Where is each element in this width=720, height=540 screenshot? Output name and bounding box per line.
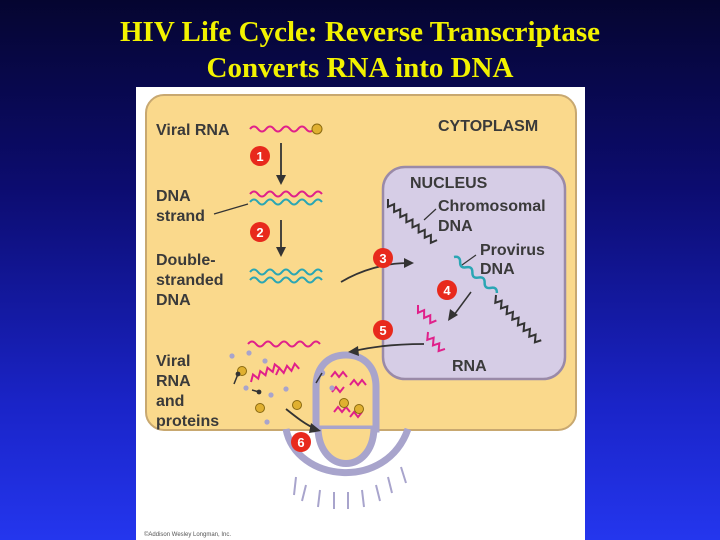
step-number-3: 3 xyxy=(379,251,386,266)
label-viral-proteins-line2: RNA xyxy=(156,373,191,390)
copyright-text: ©Addison Wesley Longman, Inc. xyxy=(144,531,231,538)
label-nucleus: NUCLEUS xyxy=(410,175,488,192)
double-stranded-dna-1 xyxy=(249,268,323,276)
label-cytoplasm: CYTOPLASM xyxy=(438,118,538,135)
label-ds-dna-line1: Double- xyxy=(156,252,216,269)
double-stranded-dna-2 xyxy=(249,276,323,284)
label-rna: RNA xyxy=(452,358,487,375)
step-number-4: 4 xyxy=(443,283,451,298)
label-chromosomal-line1: Chromosomal xyxy=(438,198,546,215)
nuclear-rna-1 xyxy=(416,304,437,325)
viral-rna-and-proteins xyxy=(229,340,335,425)
step-number-5: 5 xyxy=(379,323,386,338)
rna-template-strand xyxy=(249,190,323,198)
provirus-dna xyxy=(453,255,499,294)
label-viral-proteins-line1: Viral xyxy=(156,353,190,370)
label-chromosomal-line2: DNA xyxy=(438,218,473,235)
dna-strand xyxy=(249,198,323,206)
step-number-2: 2 xyxy=(256,225,263,240)
viral-rna-strand xyxy=(249,125,315,133)
step-marker-3: 3 xyxy=(373,248,393,268)
nucleus-region xyxy=(381,165,567,381)
step-number-1: 1 xyxy=(256,149,263,164)
label-provirus-line1: Provirus xyxy=(480,242,545,259)
reverse-transcriptase-enzyme xyxy=(311,123,323,135)
step-marker-6: 6 xyxy=(291,432,311,452)
label-ds-dna-line2: stranded xyxy=(156,272,224,289)
label-viral-rna: Viral RNA xyxy=(156,122,230,139)
label-dna-strand-line1: DNA xyxy=(156,188,191,205)
label-dna-strand-line2: strand xyxy=(156,208,205,225)
label-provirus-line2: DNA xyxy=(480,261,515,278)
slide-title: HIV Life Cycle: Reverse Transcriptase Co… xyxy=(0,14,720,86)
chromosomal-dna-lower xyxy=(494,294,542,344)
step-marker-4: 4 xyxy=(437,280,457,300)
diagram-panel: 1 2 3 4 5 6 Viral RNA CYTOPLASM DNA stra… xyxy=(136,87,585,540)
step-number-6: 6 xyxy=(297,435,304,450)
chromosomal-dna-upper xyxy=(386,198,438,245)
label-viral-proteins-line4: proteins xyxy=(156,413,219,430)
title-line-1: HIV Life Cycle: Reverse Transcriptase xyxy=(119,16,600,48)
step-marker-5: 5 xyxy=(373,320,393,340)
label-ds-dna-line3: DNA xyxy=(156,292,191,309)
step-marker-2: 2 xyxy=(250,222,270,242)
hiv-life-cycle-diagram: 1 2 3 4 5 6 Viral RNA CYTOPLASM DNA stra… xyxy=(144,94,577,538)
label-viral-proteins-line3: and xyxy=(156,393,184,410)
step-marker-1: 1 xyxy=(250,146,270,166)
nuclear-rna-2 xyxy=(426,331,446,353)
title-line-2: Converts RNA into DNA xyxy=(206,52,514,84)
